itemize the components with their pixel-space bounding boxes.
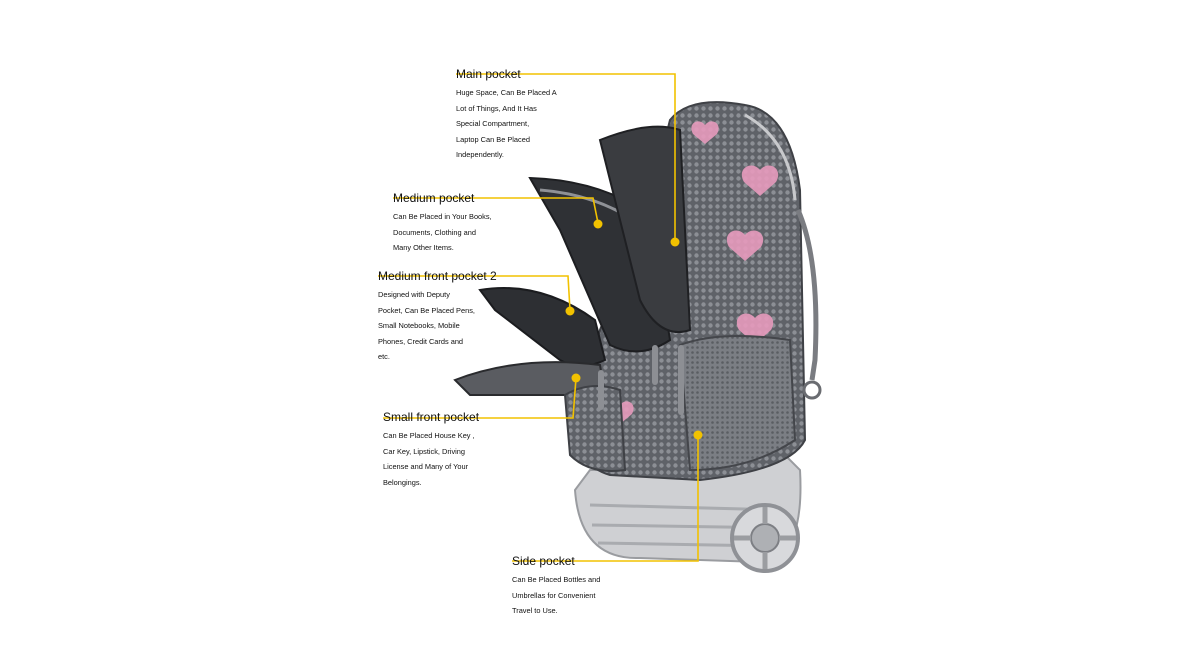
open-compartments <box>453 125 692 472</box>
leader-dots <box>565 219 703 440</box>
dot-front2 <box>565 306 575 316</box>
leader-front2 <box>378 275 571 311</box>
callout-medium-pocket: Medium pocket Can Be Placed in Your Book… <box>393 190 523 256</box>
callout-small-front-pocket: Small front pocket Can Be Placed House K… <box>383 409 513 490</box>
dot-medium <box>593 219 603 229</box>
leader-lines <box>378 73 699 562</box>
callout-title: Small front pocket <box>383 410 480 424</box>
dot-small <box>571 373 581 383</box>
leader-small <box>383 377 577 419</box>
callout-side-pocket: Side pocket Can Be Placed Bottles and Um… <box>512 553 642 619</box>
leader-main <box>456 73 676 240</box>
callout-title: Medium pocket <box>393 191 475 205</box>
callout-medium-front-pocket-2: Medium front pocket 2 Designed with Depu… <box>378 268 513 365</box>
callout-main-pocket: Main pocket Huge Space, Can Be Placed A … <box>456 66 606 163</box>
callout-description: Can Be Placed Bottles and Umbrellas for … <box>512 575 601 616</box>
callout-description: Can Be Placed in Your Books, Documents, … <box>393 212 492 253</box>
callout-description: Designed with Deputy Pocket, Can Be Plac… <box>378 290 475 362</box>
callout-description: Huge Space, Can Be Placed A Lot of Thing… <box>456 88 557 160</box>
dot-main <box>670 237 680 247</box>
callout-title: Main pocket <box>456 67 521 81</box>
dot-side <box>693 430 703 440</box>
leader-medium <box>393 197 599 224</box>
backpack-body <box>573 101 822 482</box>
leader-side <box>512 435 699 562</box>
callout-title: Medium front pocket 2 <box>378 269 497 283</box>
callout-description: Can Be Placed House Key , Car Key, Lipst… <box>383 431 475 487</box>
wheel <box>730 503 800 573</box>
callout-title: Side pocket <box>512 554 575 568</box>
